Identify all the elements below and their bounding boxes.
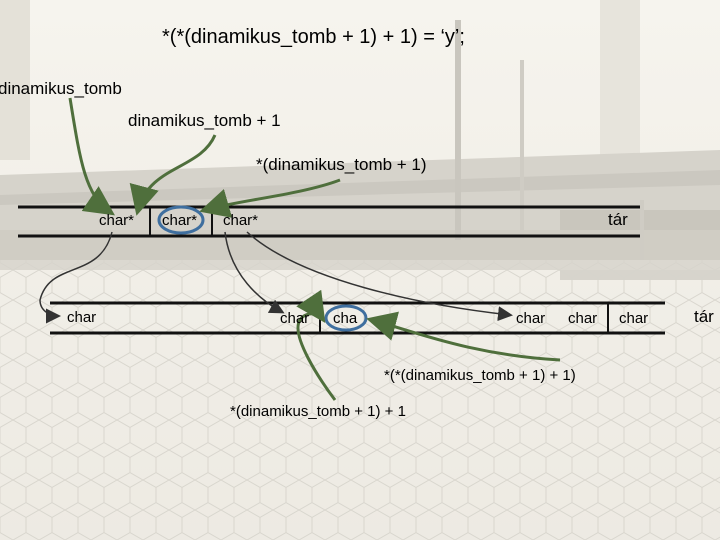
pointer-cell-2: char* [162, 212, 198, 229]
arrow-plus-one-to-second-pointer [129, 134, 217, 216]
pointer-cell-1: char* [99, 212, 135, 229]
pointer-row-store-label: tár [608, 210, 628, 229]
char-cell-middle-1: char [280, 310, 310, 327]
label-plus-one: dinamikus_tomb + 1 [128, 111, 281, 130]
arrow-deref-to-pointer-cell [199, 178, 341, 218]
label-deref-deref: *(*(dinamikus_tomb + 1) + 1) [384, 367, 576, 384]
slide-title: *(*(dinamikus_tomb + 1) + 1) = ‘y’; [162, 26, 465, 48]
arrow-first-pointer-to-char [39, 231, 113, 324]
char-cell-first: char [67, 309, 97, 326]
label-deref-plus-one-plus-one: *(dinamikus_tomb + 1) + 1 [230, 403, 406, 420]
pointer-cell-3: char* [223, 212, 259, 229]
arrow-deref-deref-to-char [366, 311, 561, 362]
arrow-deref-plus-one-to-char [296, 289, 337, 401]
arrow-var-to-first-pointer [68, 97, 115, 216]
label-deref-plus-one: *(dinamikus_tomb + 1) [256, 155, 427, 174]
char-cell-end-1: char [516, 310, 546, 327]
char-cell-middle-2: cha [333, 310, 358, 327]
char-row-store-label: tár [694, 307, 714, 326]
char-cell-end-2: char [568, 310, 598, 327]
char-cell-end-3: char [619, 310, 649, 327]
arrow-third-pointer-to-char [246, 231, 513, 322]
label-var-name: dinamikus_tomb [0, 79, 122, 98]
highlight-circle-pointer [157, 205, 205, 235]
highlight-circle-char [324, 304, 368, 332]
arrow-second-pointer-to-char [224, 231, 285, 314]
